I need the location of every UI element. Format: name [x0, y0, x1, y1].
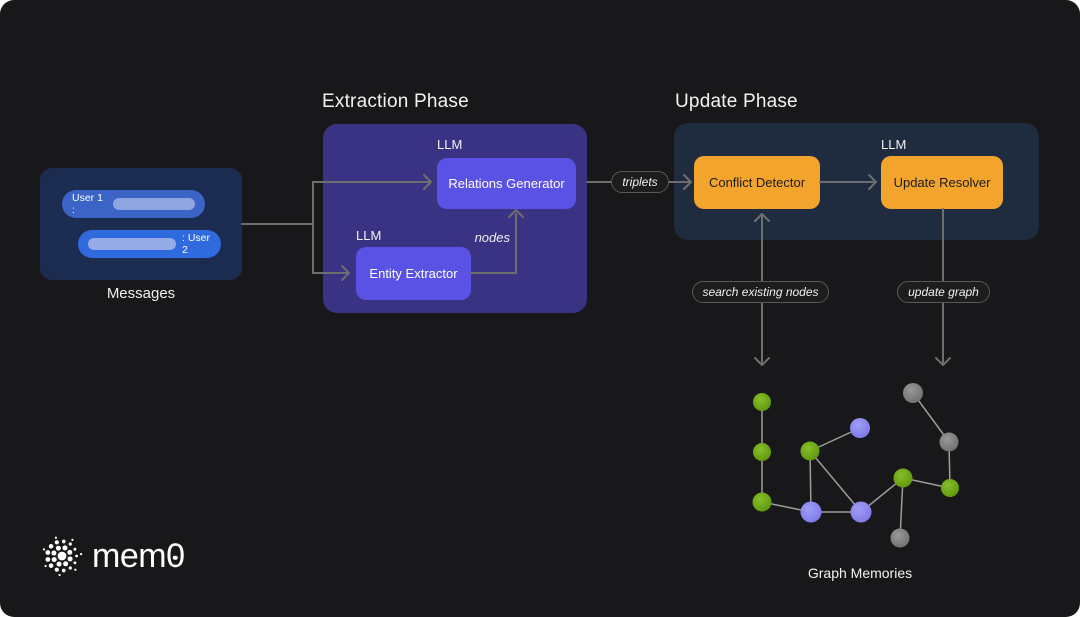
graph-edge	[809, 450, 812, 513]
graph-edge	[902, 477, 951, 489]
graph-node-green	[941, 479, 959, 497]
logo-dot	[62, 545, 68, 551]
logo-dot	[45, 550, 51, 555]
messages-caption: Messages	[106, 285, 176, 302]
graph-node-gray	[890, 528, 910, 548]
logo-dot	[80, 553, 83, 556]
logo-dot	[73, 561, 77, 565]
logo-dot	[71, 538, 74, 541]
graph-edges	[761, 392, 951, 539]
logo-dot	[57, 551, 67, 561]
entity-extractor-node: Entity Extractor	[356, 247, 471, 300]
graph-edge	[809, 427, 861, 452]
graph-node-green	[893, 468, 913, 488]
logo-dot	[48, 563, 54, 568]
graph-node-green	[800, 441, 820, 461]
logo-dot	[58, 573, 61, 577]
chat-bubble-user2: : User 2	[78, 230, 221, 258]
logo-dot	[54, 540, 59, 545]
llm-label-resolver: LLM	[881, 137, 907, 152]
user1-label: User 1 :	[72, 192, 103, 216]
logo-dot	[56, 561, 62, 567]
update-graph-pill: update graph	[897, 281, 990, 303]
llm-label-entity: LLM	[356, 228, 382, 243]
logo-dot	[61, 539, 66, 544]
logo-dot	[51, 557, 57, 563]
chat-bubble-user1: User 1 :	[62, 190, 205, 218]
logo-dot	[45, 557, 51, 562]
wordmark-mem: mem	[92, 536, 167, 575]
logo-dot	[68, 542, 72, 546]
graph-node-gray	[939, 432, 959, 452]
messages-box: User 1 : : User 2	[40, 168, 242, 280]
update-resolver-node: Update Resolver	[881, 156, 1003, 209]
logo-dot	[75, 554, 78, 558]
nodes-edge-label: nodes	[474, 230, 510, 245]
graph-nodes	[752, 383, 959, 548]
llm-label-relations: LLM	[437, 137, 463, 152]
update-phase-title: Update Phase	[675, 91, 798, 112]
graph-node-purple	[800, 501, 822, 523]
logo-dot	[55, 545, 61, 551]
logo-dot	[63, 561, 69, 567]
graph-edge	[860, 477, 904, 513]
graph-memories-caption: Graph Memories	[807, 565, 913, 581]
logo-dot	[67, 549, 73, 555]
relations-generator-node: Relations Generator	[437, 158, 576, 209]
mem0-logo-icon	[42, 536, 83, 577]
graph-edge	[899, 477, 904, 539]
redacted-message-pill	[88, 238, 176, 250]
logo-dot	[68, 566, 72, 570]
graph-node-purple	[850, 418, 870, 438]
wordmark-zero: 0	[166, 536, 185, 575]
logo-dot	[51, 550, 57, 556]
graph-edge	[761, 501, 812, 513]
wire-messages-out	[241, 181, 314, 274]
graph-node-green	[753, 443, 771, 461]
graph-edge	[948, 441, 951, 489]
graph-node-purple	[850, 501, 872, 523]
logo-dot	[67, 556, 73, 562]
user2-label: : User 2	[182, 232, 211, 256]
graph-node-green	[753, 393, 771, 411]
logo-dot	[54, 567, 59, 572]
graph-edge	[912, 392, 950, 443]
logo-dot	[73, 547, 77, 551]
logo-dot	[42, 548, 46, 551]
extraction-phase-title: Extraction Phase	[322, 91, 469, 112]
graph-node-gray	[903, 383, 923, 403]
logo-dot	[54, 536, 58, 539]
graph-node-green	[752, 492, 772, 512]
graph-edge	[809, 450, 862, 513]
logo-dot	[44, 564, 47, 568]
conflict-detector-node: Conflict Detector	[694, 156, 820, 209]
search-existing-nodes-pill: search existing nodes	[692, 281, 829, 303]
logo-dot	[61, 568, 66, 573]
redacted-message-pill	[113, 198, 195, 210]
triplets-edge-pill: triplets	[611, 171, 669, 193]
logo-dot	[74, 568, 77, 571]
logo-dot	[48, 544, 54, 549]
